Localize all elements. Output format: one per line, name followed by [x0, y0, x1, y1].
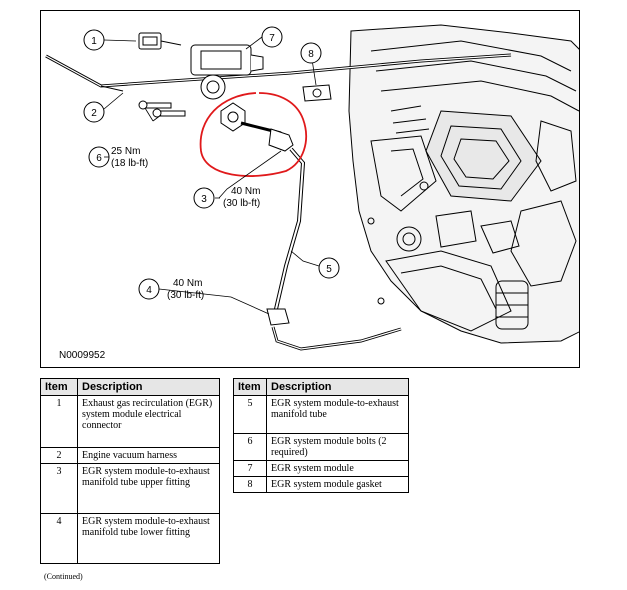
egr-module	[190, 44, 264, 100]
item-description: EGR system module bolts (2 required)	[266, 433, 409, 461]
torque-4-lbft: (30 lb-ft)	[167, 290, 204, 301]
callouts: 1 2 3 4 5 6 7	[83, 26, 340, 300]
torque-3-lbft: (30 lb-ft)	[223, 198, 260, 209]
table-row: 8 EGR system module gasket	[233, 476, 409, 493]
table-row: 7 EGR system module	[233, 460, 409, 477]
col-header-item: Item	[40, 378, 78, 396]
svg-text:7: 7	[269, 33, 275, 44]
item-description: Exhaust gas recirculation (EGR) system m…	[77, 395, 220, 448]
svg-text:1: 1	[91, 36, 97, 47]
torque-6-nm: 25 Nm	[111, 146, 140, 157]
item-description: EGR system module	[266, 460, 409, 477]
svg-text:5: 5	[326, 264, 332, 275]
col-header-description: Description	[77, 378, 220, 396]
vacuum-harness	[45, 53, 512, 92]
electrical-connector	[138, 32, 182, 50]
torque-labels: 25 Nm (18 lb-ft) 40 Nm (30 lb-ft) 40 Nm …	[104, 146, 260, 301]
parts-table-left: Item Description 1 Exhaust gas recircula…	[40, 378, 220, 564]
torque-3-nm: 40 Nm	[231, 186, 260, 197]
egr-module-bolts	[138, 100, 186, 118]
table-row: 6 EGR system module bolts (2 required)	[233, 433, 409, 461]
callout-8: 8	[300, 42, 322, 64]
callout-5: 5	[318, 257, 340, 279]
svg-text:6: 6	[96, 153, 102, 164]
parts-table-right: Item Description 5 EGR system module-to-…	[233, 378, 409, 493]
item-description: EGR system module gasket	[266, 476, 409, 493]
callout-4: 4	[138, 278, 160, 300]
table-row: 2 Engine vacuum harness	[40, 447, 220, 464]
svg-text:2: 2	[91, 108, 97, 119]
item-number: 6	[233, 433, 267, 461]
continued-note: (Continued)	[44, 572, 83, 581]
exploded-view-figure: 1 2 3 4 5 6 7	[40, 10, 580, 368]
item-number: 7	[233, 460, 267, 477]
item-number: 4	[40, 513, 78, 564]
svg-text:4: 4	[146, 285, 152, 296]
item-description: Engine vacuum harness	[77, 447, 220, 464]
egr-illustration: 1 2 3 4 5 6 7	[45, 24, 579, 361]
callout-3: 3	[193, 187, 215, 209]
col-header-item: Item	[233, 378, 267, 396]
callout-7: 7	[261, 26, 283, 48]
item-number: 8	[233, 476, 267, 493]
item-description: EGR system module-to-exhaust manifold tu…	[77, 513, 220, 564]
svg-text:3: 3	[201, 194, 207, 205]
torque-6-lbft: (18 lb-ft)	[111, 158, 148, 169]
callout-2: 2	[83, 101, 105, 123]
item-number: 5	[233, 395, 267, 434]
table-row: 4 EGR system module-to-exhaust manifold …	[40, 513, 220, 564]
item-number: 2	[40, 447, 78, 464]
highlight-circle	[199, 92, 307, 177]
item-number: 1	[40, 395, 78, 448]
callout-1: 1	[83, 29, 105, 51]
engine-block	[348, 24, 579, 344]
table-row: 1 Exhaust gas recirculation (EGR) system…	[40, 395, 220, 448]
col-header-description: Description	[266, 378, 409, 396]
egr-gasket	[302, 84, 332, 102]
item-description: EGR system module-to-exhaust manifold tu…	[266, 395, 409, 434]
egr-tube	[220, 102, 402, 351]
torque-4-nm: 40 Nm	[173, 278, 202, 289]
item-number: 3	[40, 463, 78, 514]
table-row: 5 EGR system module-to-exhaust manifold …	[233, 395, 409, 434]
table-row: 3 EGR system module-to-exhaust manifold …	[40, 463, 220, 514]
item-description: EGR system module-to-exhaust manifold tu…	[77, 463, 220, 514]
svg-text:8: 8	[308, 49, 314, 60]
figure-code: N0009952	[59, 350, 106, 361]
